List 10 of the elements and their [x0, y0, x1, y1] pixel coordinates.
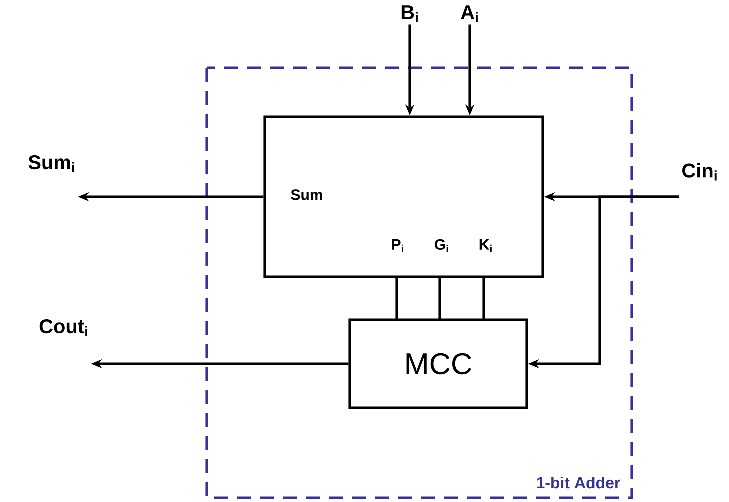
- port-label: G$_{i}$: [435, 239, 448, 253]
- signal-label: Cin$_{i}$: [682, 163, 717, 181]
- port-label: P$_{i}$: [392, 240, 404, 252]
- port-label: Sum: [291, 190, 322, 200]
- signal-label: B$_{i}$: [402, 6, 418, 22]
- mcc-box: MCC: [348, 318, 528, 410]
- port-label: K$_{i}$: [480, 240, 492, 252]
- signal-label: A$_{i}$: [461, 6, 478, 22]
- signal-label: Cout$_{i}$: [40, 319, 88, 337]
- signal-label: Sum$_{i}$: [28, 155, 74, 173]
